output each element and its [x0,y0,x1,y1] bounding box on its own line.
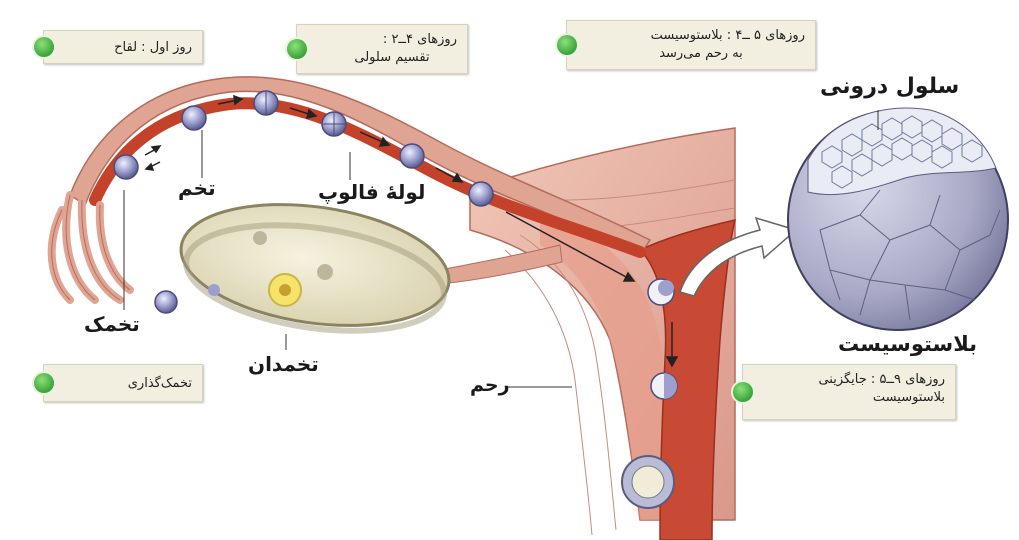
green-dot-icon [34,37,54,57]
green-dot-icon [557,35,577,55]
label-egg: تخم [178,176,216,200]
info-box-cleavage: روزهای ۴ــ۲ : تقسیم سلولی [287,24,468,74]
info-box-implantation: روزهای ۹ــ۵ : جایگزینی بلاستوسیست [733,364,956,420]
ovum-cell [154,290,178,314]
label-ovary: تخمدان [248,352,319,376]
blastocyst-arrival-line2: به رحم می‌رسد [659,46,743,61]
info-box-ovulation: تخمک‌گذاری [34,364,203,402]
movement-arrows [144,94,679,368]
implantation-line2: بلاستوسیست [872,390,945,405]
cleavage-line1: روزهای ۴ــ۲ : [382,32,457,47]
label-fallopian-tube: لولهٔ فالوپ [318,180,426,204]
green-dot-icon [287,39,307,59]
info-box-fertilization: روز اول : لقاح [34,30,203,64]
dividing-cells [113,90,678,400]
cleavage-line2: تقسیم سلولی [354,50,430,65]
fertilization-text: روز اول : لقاح [114,40,192,55]
ovarian-ligament [439,244,563,285]
ovary [179,203,451,334]
leader-lines [123,130,572,388]
implanted-embryo [621,455,675,509]
label-inner-cells: سلول درونی [820,74,960,99]
blastocyst-sphere [787,107,1009,331]
implantation-line1: روزهای ۹ــ۵ : جایگزینی [818,372,945,387]
info-box-blastocyst-arrival: روزهای ۵ ــ۴ : بلاستوسیست به رحم می‌رسد [557,20,816,70]
label-uterus: رحم [470,374,510,396]
green-dot-icon [34,373,54,393]
blastocyst-arrival-line1: روزهای ۵ ــ۴ : بلاستوسیست [650,28,805,43]
label-ovum: تخمک [84,312,140,336]
ovulation-text: تخمک‌گذاری [127,376,192,391]
label-blastocyst: بلاستوسیست [838,332,978,356]
green-dot-icon [733,382,753,402]
